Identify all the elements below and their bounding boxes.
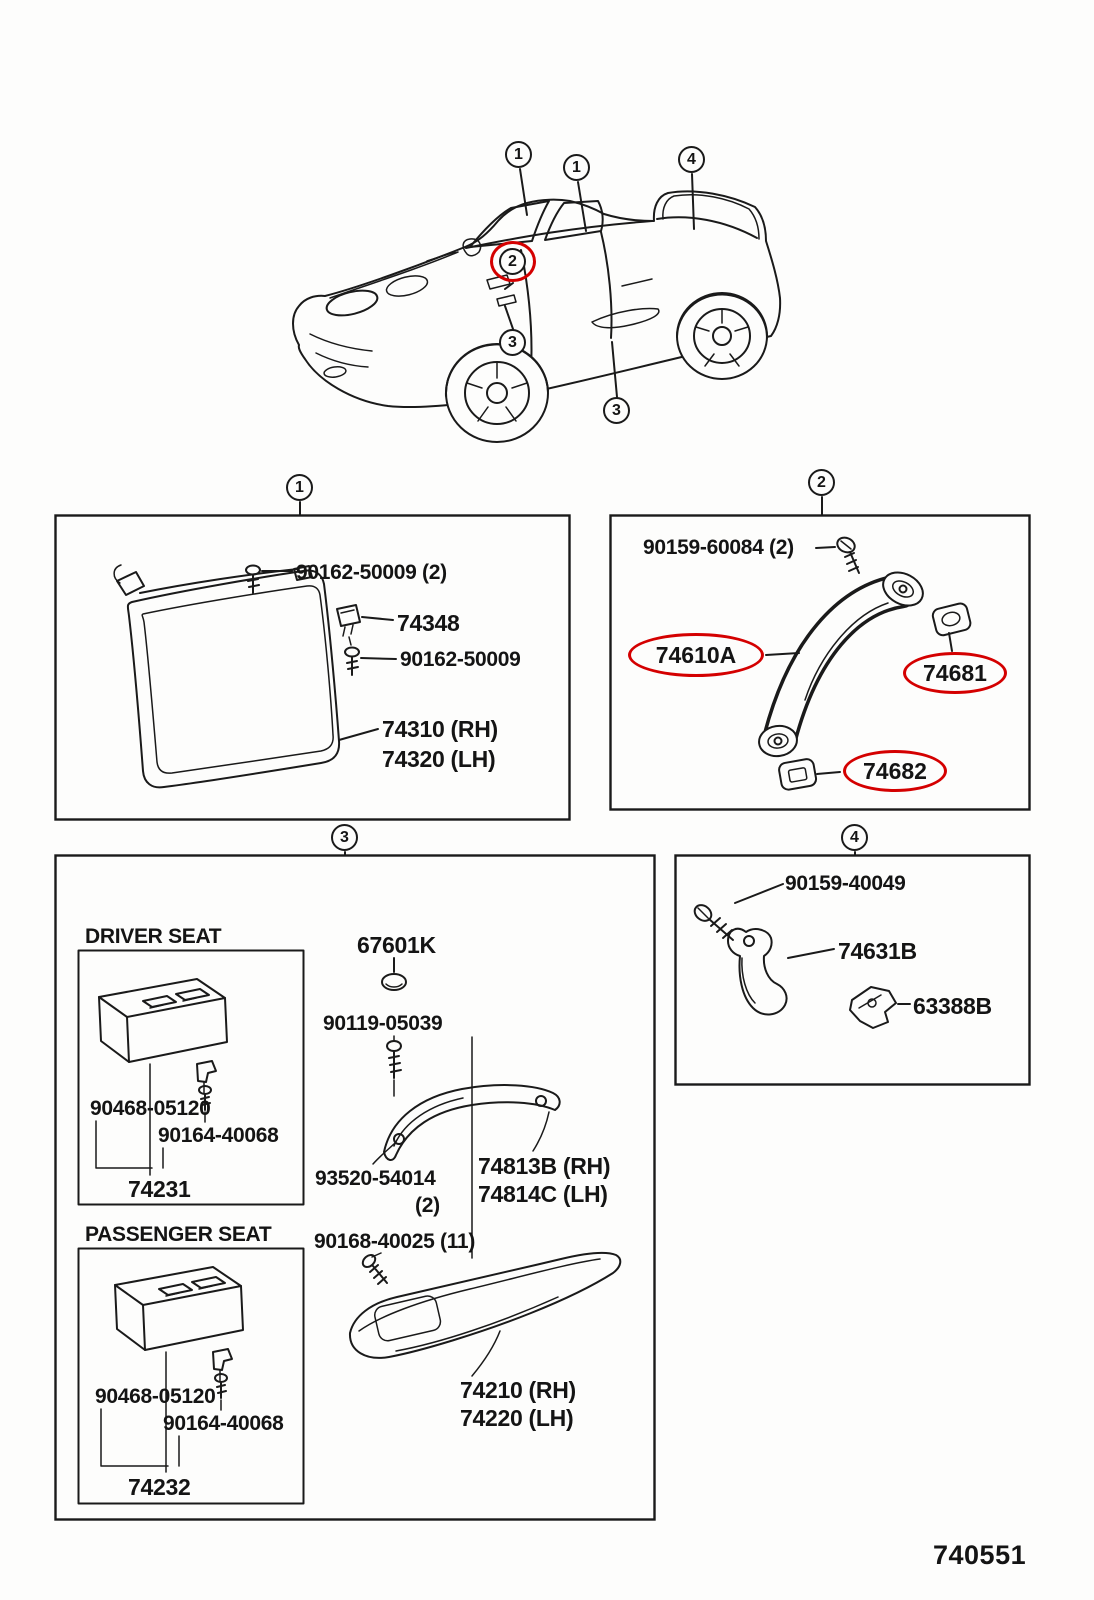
part-label-coat-hook: 74631B xyxy=(838,938,917,964)
window-switch-drawing xyxy=(98,978,228,1111)
part-label-passenger-nut: 90164-40068 xyxy=(163,1412,284,1435)
part-label-driver-switch-panel: 74231 xyxy=(128,1176,191,1202)
car-callout-visor-rear: 1 xyxy=(563,154,590,181)
part-label-pull-handle-rh: 74813B (RH) xyxy=(478,1153,611,1179)
part-label-driver-screw: 90468-05120 xyxy=(90,1097,211,1120)
part-label-screw-a: 90119-05039 xyxy=(323,1012,443,1035)
panel3-callout: 3 xyxy=(331,824,358,851)
part-label-passenger-screw: 90468-05120 xyxy=(95,1385,216,1408)
part-label-hook-screw: 90159-40049 xyxy=(785,872,906,895)
car-callout-visor-front: 1 xyxy=(505,141,532,168)
part-label-visor-lh: 74320 (LH) xyxy=(382,746,496,772)
car-callout-hook: 4 xyxy=(678,146,705,173)
sun-visor-drawing xyxy=(113,564,397,789)
car-drawing xyxy=(292,190,782,443)
part-label-grip-cap-upper: 74681 xyxy=(903,652,1007,694)
part-label-hook-bracket: 63388B xyxy=(913,993,992,1019)
part-label-passenger-switch-panel: 74232 xyxy=(128,1474,191,1500)
figure-code: 740551 xyxy=(933,1540,1027,1570)
part-label-pull-handle-lh: 74814C (LH) xyxy=(478,1181,608,1207)
part-label-screw-b: 90168-40025 (11) xyxy=(314,1230,476,1253)
car-callout-switch: 3 xyxy=(499,329,526,356)
part-label-visor-screw-top: 90162-50009 (2) xyxy=(296,561,447,584)
part-label-visor-rh: 74310 (RH) xyxy=(382,716,498,742)
part-label-grip-cap-lower: 74682 xyxy=(843,750,947,792)
assist-grip-drawing xyxy=(758,536,972,791)
part-label-visor-screw-bottom: 90162-50009 xyxy=(400,648,521,671)
car-callout-assist-grip: 2 xyxy=(499,248,526,275)
part-label-grip-bolt: 90159-60084 (2) xyxy=(643,536,794,559)
panel2-callout: 2 xyxy=(808,469,835,496)
coat-hook-drawing xyxy=(693,883,911,1029)
part-label-driver-nut: 90164-40068 xyxy=(158,1124,279,1147)
part-label-assist-grip: 74610A xyxy=(628,633,764,677)
part-label-rivet: 93520-54014 xyxy=(315,1167,436,1190)
part-label-visor-holder: 74348 xyxy=(397,610,460,636)
panel-frames xyxy=(54,514,1031,1521)
driver-seat-heading: DRIVER SEAT xyxy=(85,925,222,948)
part-label-armrest-rh: 74210 (RH) xyxy=(460,1377,576,1403)
panel4-callout: 4 xyxy=(841,824,868,851)
passenger-seat-heading: PASSENGER SEAT xyxy=(85,1223,272,1246)
part-label-armrest-lh: 74220 (LH) xyxy=(460,1405,574,1431)
car-callout-door-armrest: 3 xyxy=(603,397,630,424)
part-label-grommet: 67601K xyxy=(357,932,436,958)
panel1-callout: 1 xyxy=(286,474,313,501)
armrest-panel-drawing xyxy=(95,957,622,1473)
part-label-rivet-qty: (2) xyxy=(415,1194,440,1217)
